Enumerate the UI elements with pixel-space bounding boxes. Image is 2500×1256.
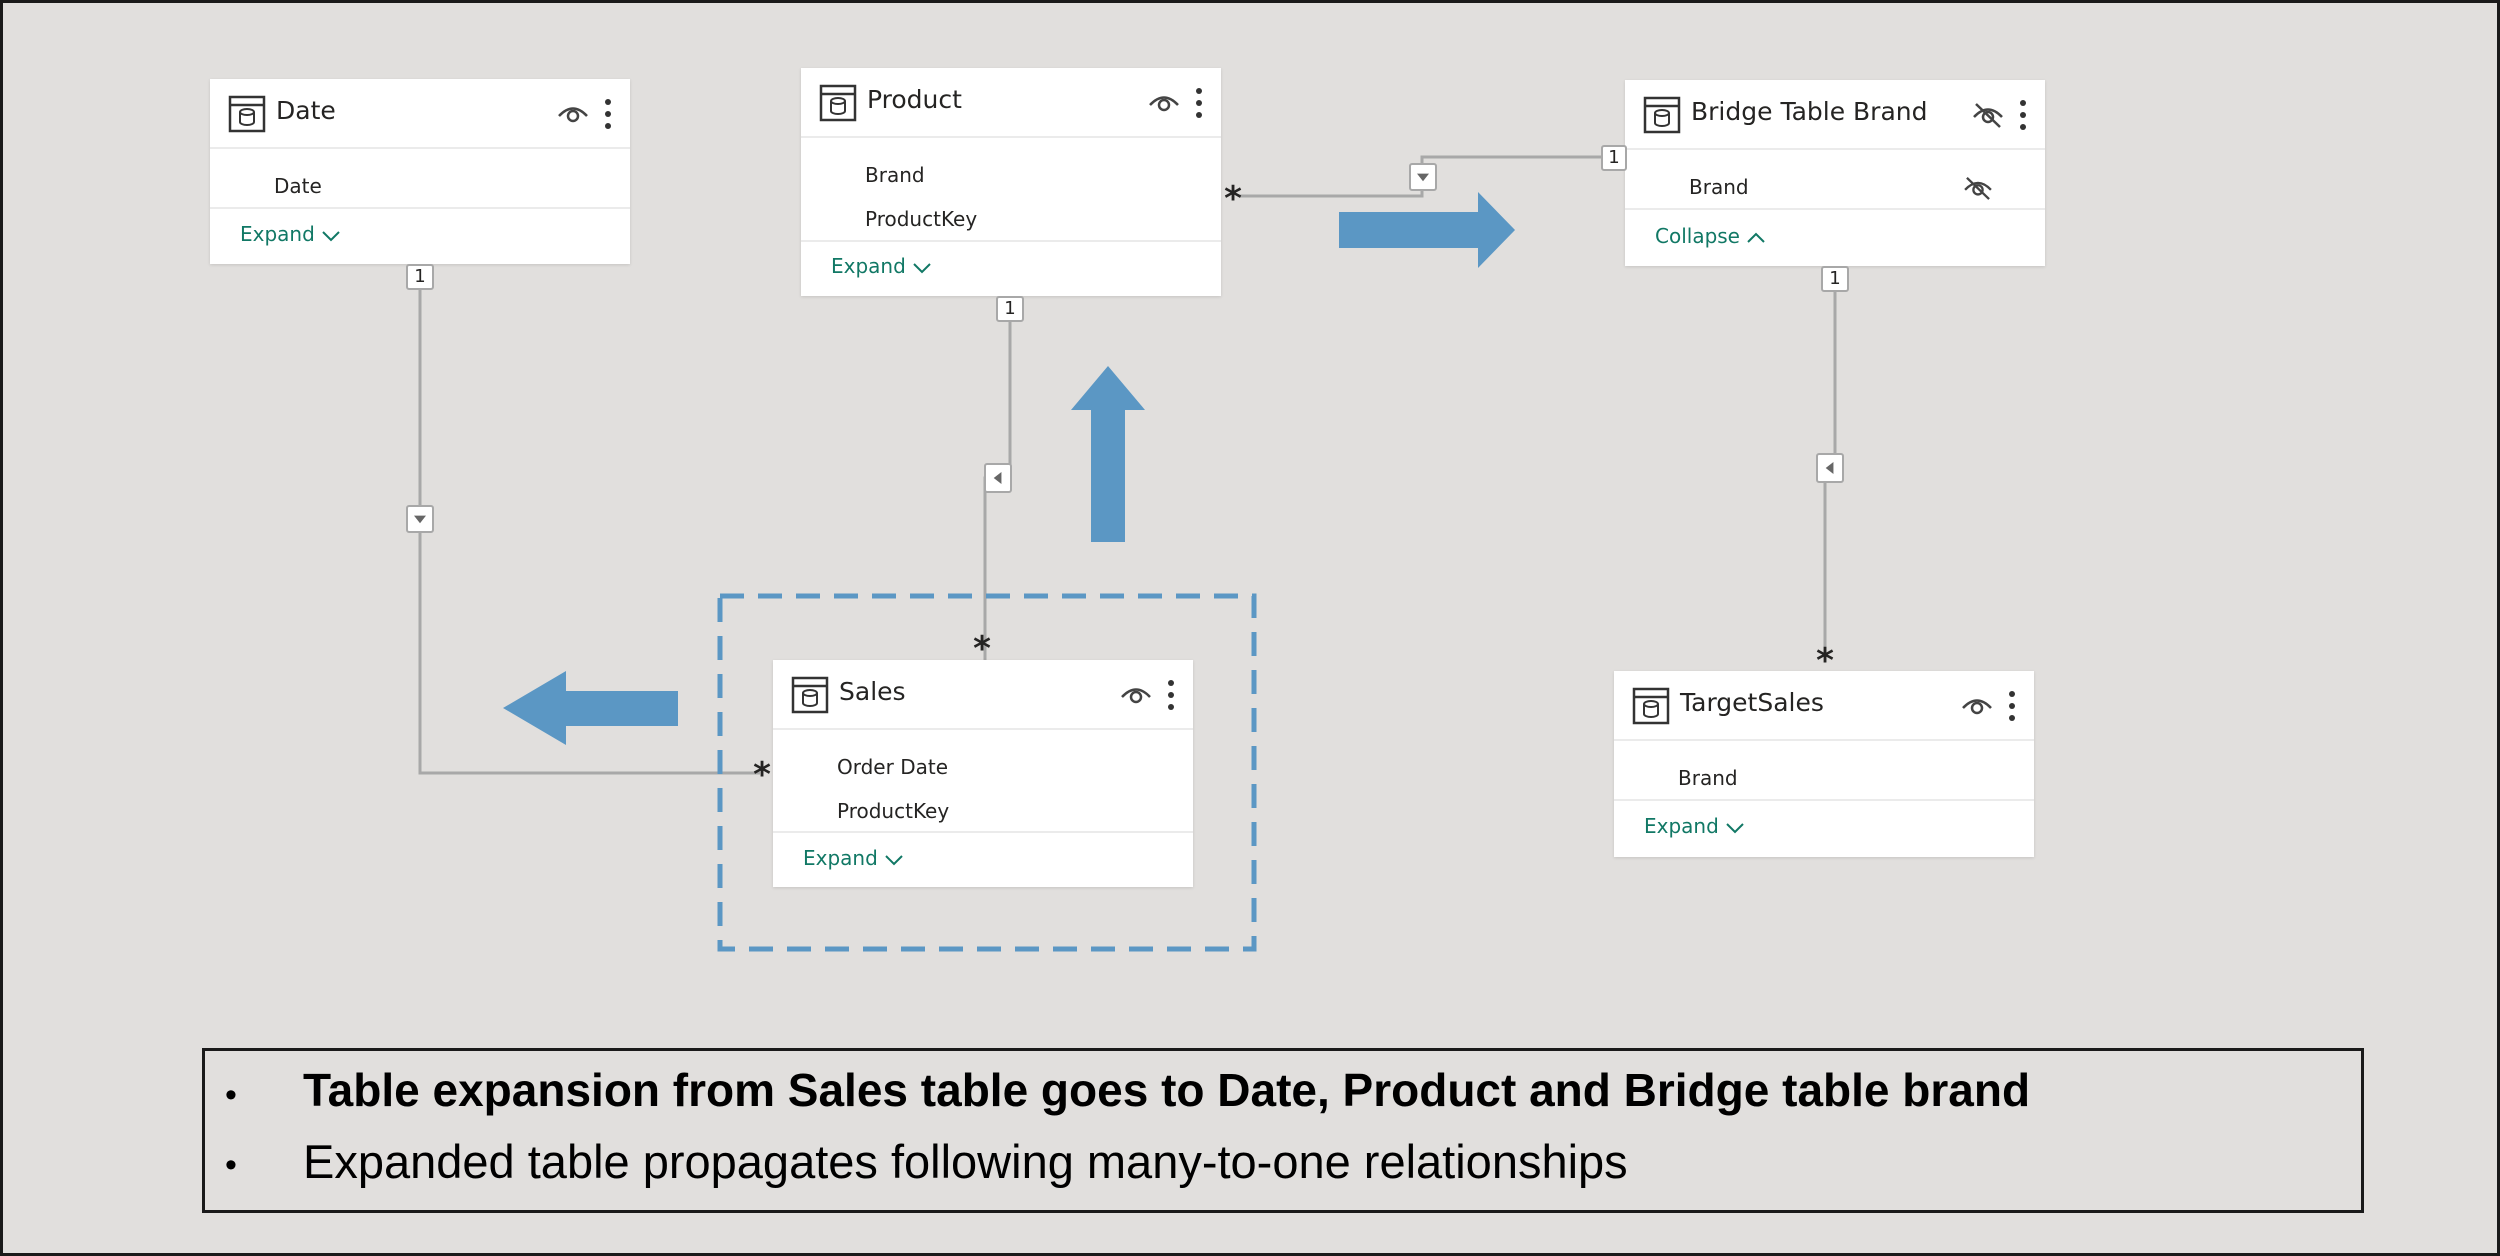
relationship-line-date-sales[interactable] — [418, 275, 760, 775]
cardinality-one-bridge-left: 1 — [1601, 145, 1627, 171]
eye-icon[interactable] — [1960, 693, 1994, 719]
table-card-header: Product — [801, 68, 1221, 138]
cardinality-many-product-right: * — [1224, 179, 1242, 219]
cardinality-one-date: 1 — [406, 264, 434, 290]
table-card-bridge-table-brand[interactable]: Bridge Table Brand Brand Collapse — [1625, 80, 2045, 266]
bullet-dot: • — [225, 1146, 237, 1184]
table-title: Date — [276, 96, 336, 125]
expansion-arrow-right — [1339, 192, 1515, 268]
table-card-sales[interactable]: Sales Order Date ProductKey Expand — [773, 660, 1193, 887]
expand-toggle[interactable]: Expand — [803, 846, 904, 870]
table-card-header: Date — [210, 79, 630, 149]
caption-box: • Table expansion from Sales table goes … — [202, 1048, 2364, 1213]
field-divider — [1614, 799, 2034, 801]
table-title: Sales — [839, 677, 906, 706]
cardinality-one-bridge-bottom: 1 — [1821, 266, 1849, 292]
expand-label: Expand — [240, 222, 315, 246]
caption-line-bold: Table expansion from Sales table goes to… — [303, 1064, 2031, 1116]
table-icon — [791, 676, 829, 714]
table-card-header: Bridge Table Brand — [1625, 80, 2045, 150]
expansion-arrow-left — [503, 671, 678, 745]
field-order-date[interactable]: Order Date — [837, 755, 948, 779]
filter-direction-icon[interactable] — [984, 463, 1012, 493]
field-productkey[interactable]: ProductKey — [865, 207, 978, 231]
table-card-targetsales[interactable]: TargetSales Brand Expand — [1614, 671, 2034, 857]
cardinality-many-sales-left: * — [753, 755, 771, 795]
more-vertical-icon[interactable] — [2018, 98, 2028, 132]
cardinality-many-sales-top: * — [973, 629, 991, 669]
field-brand[interactable]: Brand — [865, 163, 925, 187]
table-icon — [819, 84, 857, 122]
field-divider — [773, 831, 1193, 833]
field-brand[interactable]: Brand — [1689, 175, 1749, 199]
chevron-down-icon — [885, 854, 903, 865]
more-vertical-icon[interactable] — [1166, 678, 1176, 712]
eye-icon[interactable] — [1119, 682, 1153, 708]
table-title: Bridge Table Brand — [1691, 97, 1928, 126]
table-icon — [1643, 96, 1681, 134]
expand-label: Expand — [803, 846, 878, 870]
filter-direction-icon[interactable] — [406, 505, 434, 533]
eye-icon[interactable] — [556, 101, 590, 127]
expand-toggle[interactable]: Expand — [1644, 814, 1745, 838]
table-icon — [228, 95, 266, 133]
eye-slash-icon[interactable] — [1971, 102, 2005, 128]
chevron-down-icon — [322, 230, 340, 241]
field-divider — [210, 207, 630, 209]
more-vertical-icon[interactable] — [1194, 86, 1204, 120]
collapse-label: Collapse — [1655, 224, 1740, 248]
field-productkey[interactable]: ProductKey — [837, 799, 950, 823]
field-date[interactable]: Date — [274, 174, 322, 198]
table-card-product[interactable]: Product Brand ProductKey Expand — [801, 68, 1221, 296]
field-divider — [801, 240, 1221, 242]
expand-toggle[interactable]: Expand — [240, 222, 341, 246]
table-card-header: Sales — [773, 660, 1193, 730]
table-title: Product — [867, 85, 962, 114]
table-icon — [1632, 687, 1670, 725]
bullet-dot: • — [225, 1076, 237, 1114]
field-brand[interactable]: Brand — [1678, 766, 1738, 790]
caption-line-regular: Expanded table propagates following many… — [303, 1135, 1628, 1188]
table-card-header: TargetSales — [1614, 671, 2034, 741]
expand-label: Expand — [1644, 814, 1719, 838]
cardinality-many-target-top: * — [1816, 641, 1834, 681]
filter-direction-icon[interactable] — [1409, 163, 1437, 191]
expand-label: Expand — [831, 254, 906, 278]
chevron-down-icon — [913, 262, 931, 273]
field-divider — [1625, 208, 2045, 210]
expansion-arrow-up — [1071, 366, 1145, 542]
table-card-date[interactable]: Date Date Expand — [210, 79, 630, 264]
eye-icon[interactable] — [1147, 90, 1181, 116]
collapse-toggle[interactable]: Collapse — [1655, 224, 1766, 248]
chevron-up-icon — [1747, 232, 1765, 243]
table-title: TargetSales — [1680, 688, 1824, 717]
filter-direction-icon[interactable] — [1816, 453, 1844, 483]
sales-highlight-box — [717, 593, 1257, 952]
eye-slash-icon[interactable] — [1962, 176, 1994, 200]
cardinality-one-product: 1 — [996, 296, 1024, 322]
more-vertical-icon[interactable] — [2007, 689, 2017, 723]
chevron-down-icon — [1726, 822, 1744, 833]
expand-toggle[interactable]: Expand — [831, 254, 932, 278]
more-vertical-icon[interactable] — [603, 97, 613, 131]
